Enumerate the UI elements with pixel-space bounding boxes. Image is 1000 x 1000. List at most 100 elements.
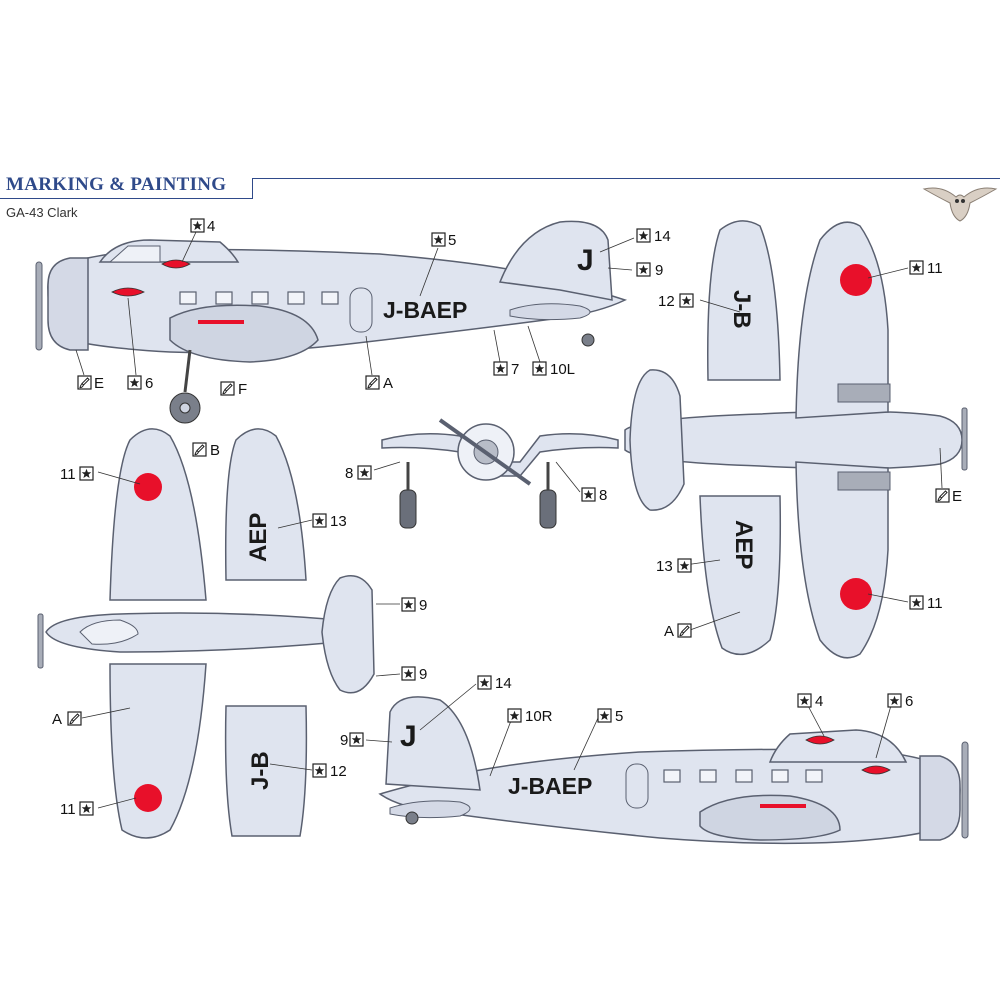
outer-wing-lower	[699, 495, 782, 656]
tail-letter-left: J	[577, 244, 594, 277]
canopy-b	[768, 729, 908, 763]
star-icon	[312, 513, 327, 528]
wing-text-mid: AEP	[245, 513, 272, 562]
callout-11-mid: 11	[60, 466, 76, 483]
star-icon	[677, 558, 692, 573]
callout-4: 4	[207, 218, 215, 235]
wing-root	[169, 304, 319, 363]
brush-icon	[935, 488, 950, 503]
callout-9-bottom: 9	[340, 732, 348, 749]
callout-14-bottom: 14	[495, 675, 512, 692]
outer-wing-bottom	[224, 705, 308, 837]
star-icon	[493, 361, 508, 376]
hinomaru-bottom-right	[840, 578, 872, 610]
star-icon	[79, 801, 94, 816]
callout-E-right: E	[952, 488, 962, 505]
aircraft-model: GA-43 Clark	[6, 205, 78, 220]
hinomaru-bottomleft	[134, 784, 162, 812]
callout-11: 11	[927, 260, 943, 277]
callout-10L: 10L	[550, 361, 575, 378]
brush-icon	[220, 381, 235, 396]
brush-icon	[677, 623, 692, 638]
windscreen	[108, 245, 161, 263]
callout-14: 14	[654, 228, 671, 245]
callout-6-bottom: 6	[905, 693, 913, 710]
nacelle-bottom	[837, 471, 891, 491]
star-icon	[797, 693, 812, 708]
star-icon	[357, 465, 372, 480]
star-icon	[909, 595, 924, 610]
tail-fin	[498, 220, 613, 301]
callout-10R: 10R	[525, 708, 553, 725]
callout-F: F	[238, 381, 247, 398]
outer-wing-mid	[224, 428, 307, 581]
tail-letter-right: J	[400, 720, 417, 753]
header-rule	[0, 198, 252, 199]
outer-wing-upper	[707, 220, 781, 381]
tailplane	[509, 303, 591, 321]
star-icon	[312, 763, 327, 778]
door	[349, 287, 373, 333]
wing-emblem	[111, 287, 145, 297]
wing-text-lower-right: AEP	[730, 520, 757, 569]
star-icon	[79, 466, 94, 481]
side-profile-left: J-BAEP J	[35, 220, 628, 424]
star-icon	[401, 666, 416, 681]
star-icon	[597, 708, 612, 723]
callout-13-right: 13	[656, 558, 673, 575]
star-icon	[679, 293, 694, 308]
callout-A: A	[383, 375, 393, 392]
callout-labels: 4 5 14 9 12 11 E 6 F A 7 10L B 8 8 E 11 …	[52, 218, 962, 818]
hub	[179, 402, 191, 414]
registration-side-right: J-BAEP	[508, 773, 592, 799]
callout-13: 13	[330, 513, 347, 530]
horizontal-stabilizer	[629, 369, 685, 511]
star-icon	[349, 732, 364, 747]
star-icon	[431, 232, 446, 247]
brush-icon	[365, 375, 380, 390]
engine-cowl	[47, 257, 89, 351]
star-icon	[127, 375, 142, 390]
header-rule-corner	[252, 178, 253, 199]
callout-11-bl: 11	[60, 801, 76, 818]
page-title: MARKING & PAINTING	[6, 174, 227, 195]
callout-9-mid2: 9	[419, 666, 427, 683]
callout-5-bottom: 5	[615, 708, 623, 725]
callout-12-bottom: 12	[330, 763, 347, 780]
star-icon	[190, 218, 205, 233]
tail-wheel	[581, 333, 595, 347]
callout-E: E	[94, 375, 104, 392]
fin-b	[385, 696, 481, 791]
registration-side-left: J-BAEP	[383, 297, 467, 323]
star-icon	[636, 262, 651, 277]
star-icon	[532, 361, 547, 376]
plan-view-right: J-B AEP	[624, 220, 968, 659]
callout-12: 12	[658, 293, 675, 310]
star-icon	[507, 708, 522, 723]
cowl-b	[919, 755, 961, 841]
owl-logo-icon	[922, 187, 998, 222]
callout-8-right: 8	[599, 487, 607, 504]
callout-8-left: 8	[345, 465, 353, 482]
right-wing	[795, 461, 889, 659]
wing-text-bottom-left: J-B	[247, 751, 274, 790]
callout-A-right: A	[664, 623, 674, 640]
callout-4-bottom: 4	[815, 693, 823, 710]
callout-6: 6	[145, 375, 153, 392]
star-icon	[909, 260, 924, 275]
callout-A-left: A	[52, 711, 62, 728]
front-view	[381, 418, 619, 529]
prop-plan	[961, 407, 968, 471]
callouts	[75, 231, 943, 809]
star-icon	[477, 675, 492, 690]
callout-9-mid1: 9	[419, 597, 427, 614]
brush-icon	[77, 375, 92, 390]
star-icon	[581, 487, 596, 502]
wing-bottom	[109, 663, 207, 839]
callout-5: 5	[448, 232, 456, 249]
callout-7: 7	[511, 361, 519, 378]
side-profile-right: J-BAEP J	[378, 696, 969, 845]
callout-11-br: 11	[927, 595, 943, 612]
